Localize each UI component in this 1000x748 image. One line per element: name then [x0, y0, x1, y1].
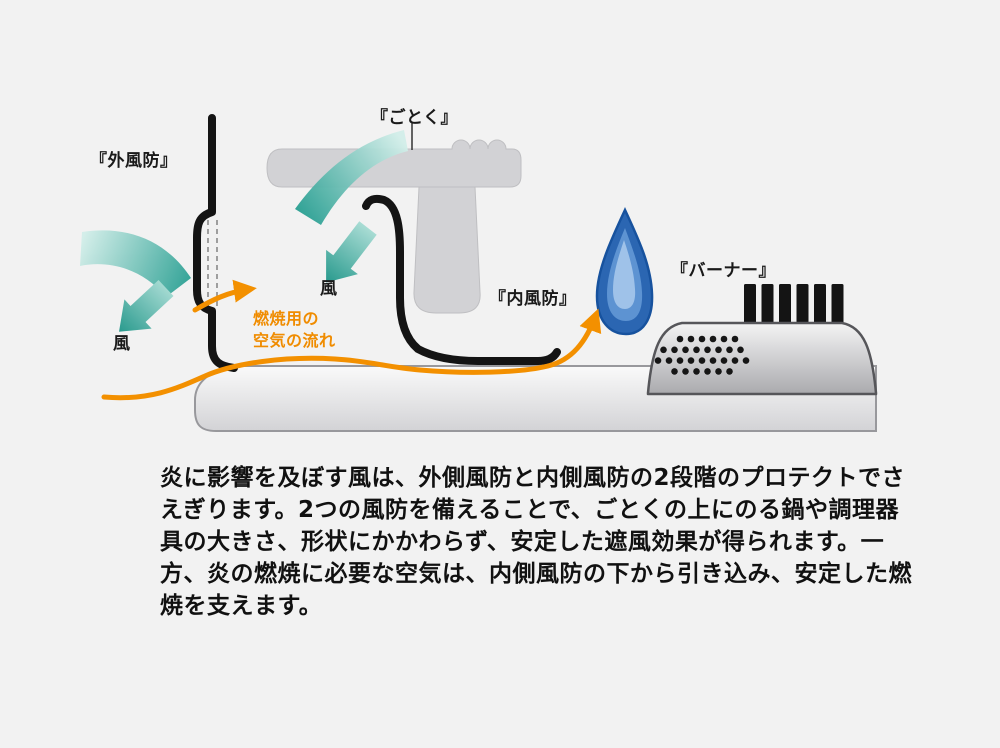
outer-windshield-line [193, 114, 238, 372]
wind-swoosh-middle [295, 130, 408, 225]
burner-top-bars [744, 284, 844, 326]
label-inner-windshield: 『内風防』 [489, 289, 577, 309]
label-outer-windshield: 『外風防』 [90, 151, 178, 171]
description-text: 炎に影響を及ぼす風は、外側風防と内側風防の2段階のプロテクトでさえぎります。2つ… [160, 465, 912, 619]
flame [595, 207, 654, 336]
burner-holes [654, 335, 750, 375]
inner-windshield-line [362, 194, 561, 365]
airflow-gap-arrow [192, 279, 257, 313]
label-wind-middle: 風 [320, 279, 338, 299]
label-wind-left: 風 [113, 334, 131, 354]
wind-arrow-left [119, 280, 174, 332]
wind-arrow-middle [326, 221, 377, 283]
wind-arrows [80, 130, 408, 332]
airflow-arrows [101, 279, 602, 401]
label-gotoku: 『ごとく』 [371, 108, 458, 128]
label-airflow-line2: 空気の流れ [253, 331, 336, 350]
airflow-long-arrow [101, 308, 602, 401]
burner-body [646, 284, 878, 396]
gotoku-shape [266, 139, 522, 314]
wind-swoosh-left [80, 230, 191, 297]
label-airflow-line1: 燃焼用の [253, 309, 320, 328]
label-burner: 『バーナー』 [671, 261, 776, 281]
